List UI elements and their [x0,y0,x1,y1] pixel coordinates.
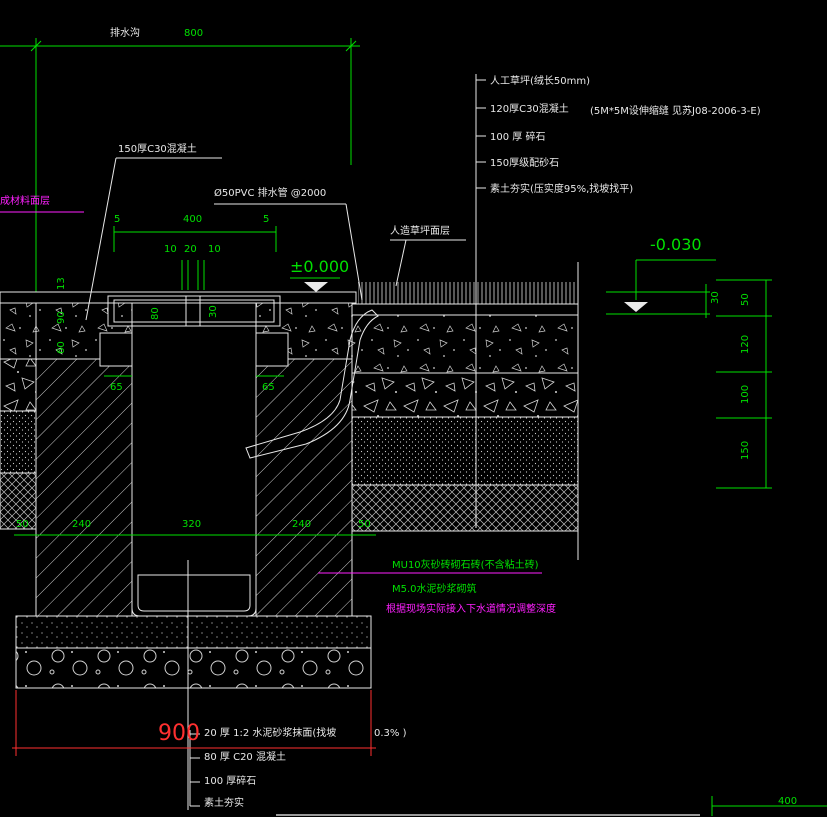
dimensions: 5 400 5 10 20 10 13 90 80 30 60 65 65 50… [14,214,827,816]
dim-400: 400 [183,214,202,225]
label-soil: 素土夯实(压实度95%,找坡找平) [490,182,633,195]
dim-90: 90 [56,311,67,324]
label-turf: 人工草坪(绒长50mm) [490,74,590,87]
drawing-title: 排水沟 [110,26,140,39]
dim-50-right: 50 [358,519,371,530]
label-depth-note: 根据现场实际接入下水道情况调整深度 [386,602,556,615]
label-lawn: 人造草坪面层 [390,224,450,237]
dim-400-bottom: 400 [778,796,797,807]
dim-320: 320 [182,519,201,530]
label-gravel-bottom: 100 厚碎石 [204,774,256,787]
elevation-minus: -0.030 [650,235,702,254]
elevation-zero-marker [304,282,328,292]
dim-50-left: 50 [16,519,29,530]
dim-5-right: 5 [263,214,269,225]
dim-900: 900 [158,721,200,746]
label-pvc: Ø50PVC 排水管 @2000 [214,186,326,199]
elevation-zero: ±0.000 [290,257,349,276]
dim-150: 150 [740,441,751,460]
dim-10-right: 10 [208,244,221,255]
dim-240-left: 240 [72,519,91,530]
dim-80: 80 [150,307,161,320]
label-soil-bottom: 素土夯实 [204,796,244,809]
dim-20: 20 [184,244,197,255]
label-c30-120: 120厚C30混凝土 [490,102,569,115]
dim-5-left: 5 [114,214,120,225]
label-left-magenta: 成材料面层 [0,194,50,207]
left-ground [0,302,37,530]
dim-10-left: 10 [164,244,177,255]
label-joint-note: (5M*5M设伸缩缝 见苏J08-2006-3-E) [590,104,761,117]
label-gravel-100: 100 厚 碎石 [490,130,545,143]
label-mortar-20: 20 厚 1:2 水泥砂浆抹面(找坡 [204,726,336,739]
label-concrete-150: 150厚C30混凝土 [118,142,197,155]
dim-60: 60 [56,341,67,354]
title-block: 排水沟 800 [0,26,360,292]
dim-120: 120 [740,335,751,354]
leaders: 150厚C30混凝土 Ø50PVC 排水管 @2000 人造草坪面层 人工草坪(… [85,74,761,816]
elevation-minus-marker [624,302,648,312]
elevations: ±0.000 -0.030 [290,235,716,312]
label-mu10: MU10灰砂砖砌石砖(不含粘土砖) [392,558,539,571]
dim-800: 800 [184,28,203,39]
label-m5: M5.0水泥砂浆砌筑 [392,582,477,595]
right-ground [245,262,579,560]
label-sand-150: 150厚级配砂石 [490,156,559,169]
dim-50-right-v: 50 [740,293,751,306]
dim-30: 30 [208,305,219,318]
dim-13: 13 [56,277,67,290]
dim-65-left: 65 [110,382,123,393]
label-slope: 0.3% ) [374,728,407,739]
dim-65-right: 65 [262,382,275,393]
label-c20-80: 80 厚 C20 混凝土 [204,750,286,763]
dim-100: 100 [740,385,751,404]
magenta-notes: 成材料面层 MU10灰砂砖砌石砖(不含粘土砖) M5.0水泥砂浆砌筑 根据现场实… [0,194,556,615]
overall-dimension: 900 [12,690,376,756]
dim-240-right: 240 [292,519,311,530]
dim-30-right: 30 [710,291,721,304]
